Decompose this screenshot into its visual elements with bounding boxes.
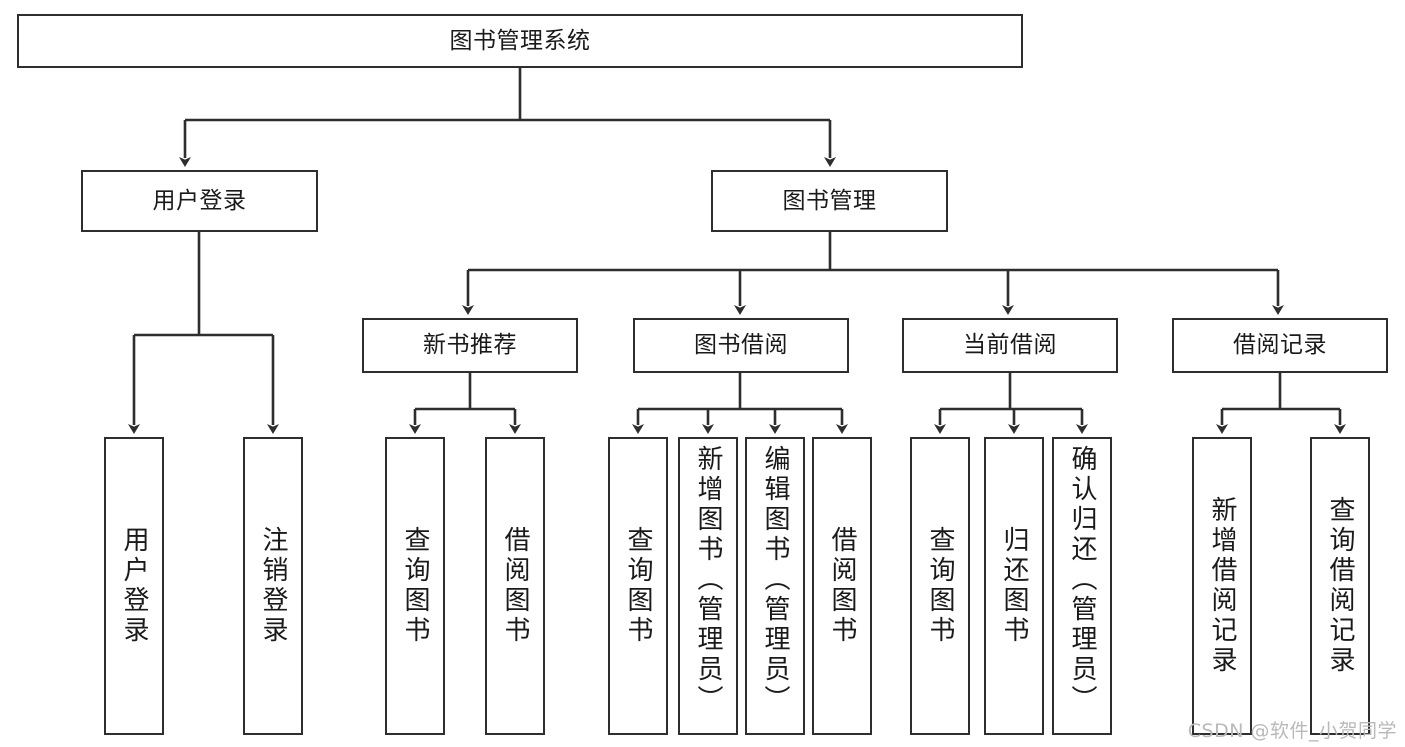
edges-bookmgmt-to-level3 — [462, 232, 1284, 315]
node-current-borrow-label: 当前借阅 — [963, 332, 1057, 359]
edges-borrow-to-leaves — [632, 373, 848, 434]
node-borrow-records[interactable]: 借阅记录 — [1172, 318, 1388, 373]
leaf-add-book-admin-label: 新增图书（管理员） — [693, 445, 723, 715]
node-root[interactable]: 图书管理系统 — [17, 14, 1023, 68]
leaf-add-book-admin[interactable]: 新增图书（管理员） — [678, 437, 738, 735]
leaf-borrow-book[interactable]: 借阅图书 — [812, 437, 872, 735]
edges-records-to-leaves — [1216, 373, 1346, 434]
edges-userlogin-to-leaves — [128, 232, 279, 434]
leaf-query-book-borrow[interactable]: 查询图书 — [608, 437, 668, 735]
leaf-return-book[interactable]: 归还图书 — [984, 437, 1044, 735]
leaf-logout-label: 注销登录 — [258, 526, 288, 646]
edges-newbook-to-leaves — [409, 373, 521, 434]
node-new-book-recommend[interactable]: 新书推荐 — [362, 318, 578, 373]
node-user-login[interactable]: 用户登录 — [81, 170, 318, 232]
leaf-edit-book-admin-label: 编辑图书（管理员） — [760, 445, 790, 715]
leaf-confirm-return-admin-label: 确认归还（管理员） — [1067, 445, 1097, 715]
node-current-borrow[interactable]: 当前借阅 — [902, 318, 1118, 373]
node-book-borrow[interactable]: 图书借阅 — [633, 318, 849, 373]
node-book-management-label: 图书管理 — [782, 187, 877, 214]
leaf-query-book-newbook[interactable]: 查询图书 — [385, 437, 445, 735]
leaf-query-book-current[interactable]: 查询图书 — [910, 437, 970, 735]
leaf-add-borrow-record-label: 新增借阅记录 — [1207, 496, 1237, 676]
edges-root-to-level2 — [179, 68, 836, 167]
leaf-return-book-label: 归还图书 — [999, 526, 1029, 646]
node-new-book-recommend-label: 新书推荐 — [423, 332, 517, 359]
leaf-query-book-newbook-label: 查询图书 — [400, 526, 430, 646]
leaf-user-login[interactable]: 用户登录 — [104, 437, 164, 735]
leaf-query-borrow-record[interactable]: 查询借阅记录 — [1310, 437, 1370, 735]
leaf-query-book-current-label: 查询图书 — [925, 526, 955, 646]
node-borrow-records-label: 借阅记录 — [1233, 332, 1327, 359]
edges-current-to-leaves — [934, 373, 1088, 434]
leaf-borrow-book-newbook-label: 借阅图书 — [500, 526, 530, 646]
node-book-borrow-label: 图书借阅 — [694, 332, 788, 359]
leaf-borrow-book-newbook[interactable]: 借阅图书 — [485, 437, 545, 735]
leaf-logout[interactable]: 注销登录 — [243, 437, 303, 735]
node-user-login-label: 用户登录 — [152, 187, 247, 214]
leaf-add-borrow-record[interactable]: 新增借阅记录 — [1192, 437, 1252, 735]
leaf-confirm-return-admin[interactable]: 确认归还（管理员） — [1052, 437, 1112, 735]
node-book-management[interactable]: 图书管理 — [711, 170, 948, 232]
leaf-edit-book-admin[interactable]: 编辑图书（管理员） — [745, 437, 805, 735]
leaf-query-book-borrow-label: 查询图书 — [623, 526, 653, 646]
csdn-watermark: CSDN @软件_小贺同学 — [1187, 720, 1397, 742]
leaf-borrow-book-label: 借阅图书 — [827, 526, 857, 646]
node-root-label: 图书管理系统 — [449, 27, 591, 54]
leaf-query-borrow-record-label: 查询借阅记录 — [1325, 496, 1355, 676]
leaf-user-login-label: 用户登录 — [119, 526, 149, 646]
